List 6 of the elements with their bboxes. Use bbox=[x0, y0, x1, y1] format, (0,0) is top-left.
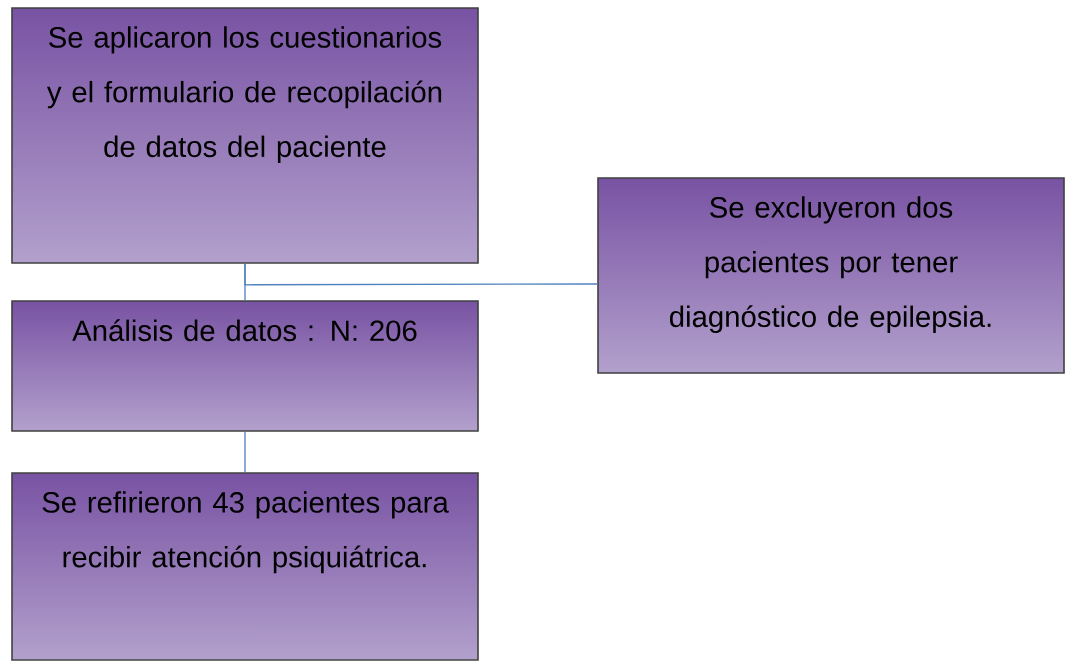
process-box: Se aplicaron los cuestionarios y el formulario de recopilación de datos del paciente bbox=[11, 7, 479, 264]
process-box: Se refirieron 43 pacientes para recibir atención psiquiátrica. bbox=[11, 472, 479, 661]
process-box: Análisis de datos : N: 206 bbox=[11, 300, 479, 432]
connector-line bbox=[244, 263, 598, 286]
connector-line bbox=[244, 431, 246, 473]
process-box: Se excluyeron dos pacientes por tener diagnóstico de epilepsia. bbox=[597, 177, 1065, 374]
